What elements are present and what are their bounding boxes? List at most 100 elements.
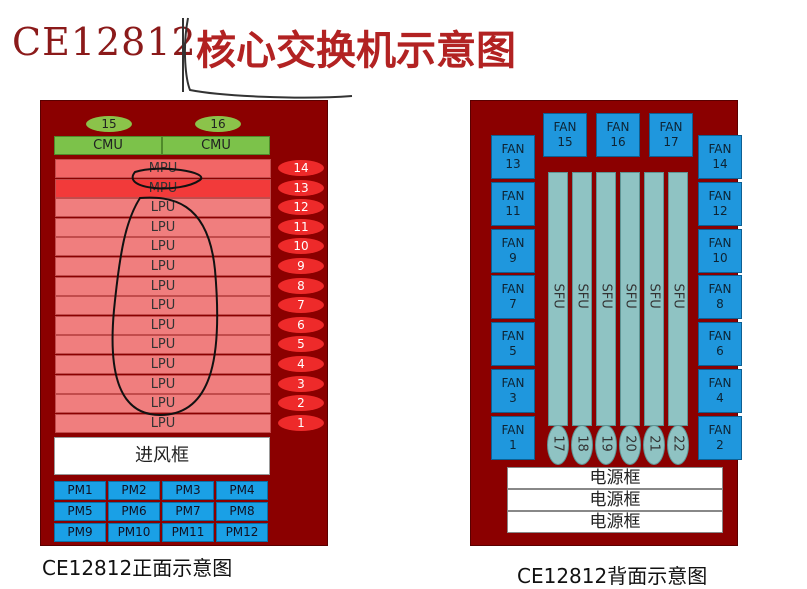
fan-number: 8 <box>716 297 724 312</box>
cmu-slot-right: CMU <box>162 136 270 155</box>
sfu-label: SFU <box>573 283 591 313</box>
fan-label: FAN <box>606 120 630 134</box>
slot-number-badge: 13 <box>278 179 324 196</box>
slot-number-badge: 9 <box>278 258 324 274</box>
sfu-number-text: 21 <box>646 435 662 452</box>
power-module: PM10 <box>108 523 160 542</box>
lpu-slot: LPU <box>55 217 271 237</box>
power-frame: 电源框 <box>507 467 723 489</box>
sfu-card: SFU <box>668 172 688 426</box>
sfu-label: SFU <box>645 283 663 313</box>
fan-number: 9 <box>509 250 517 265</box>
slot-number-badge: 12 <box>278 199 324 216</box>
sfu-number-text: 19 <box>598 435 614 452</box>
slot-number-badge: 6 <box>278 316 324 333</box>
power-module: PM8 <box>216 502 268 521</box>
sfu-number-badge: 17 <box>547 425 569 465</box>
fan-label: FAN <box>708 329 732 344</box>
sfu-label-text: SFU <box>670 283 686 309</box>
sfu-number-text: 18 <box>574 435 590 452</box>
sfu-label-text: SFU <box>622 283 638 309</box>
fan-number: 1 <box>509 437 517 452</box>
power-module: PM6 <box>108 502 160 521</box>
handwritten-circle-annotation <box>111 167 219 417</box>
cmu-num-16: 16 <box>195 116 241 132</box>
slot-number-badge: 4 <box>278 356 324 372</box>
sfu-card: SFU <box>572 172 592 426</box>
fan-label: FAN <box>708 235 732 250</box>
slot-number-badge: 3 <box>278 375 324 392</box>
fan-number: 17 <box>663 135 679 149</box>
lpu-slot: LPU <box>55 237 271 257</box>
fan-label: FAN <box>708 282 732 297</box>
power-module: PM12 <box>216 523 268 542</box>
cmu-num-15: 15 <box>86 116 132 132</box>
lpu-slot: LPU <box>55 355 271 374</box>
slot-number-badge: 8 <box>278 277 324 294</box>
title-divider <box>182 18 184 92</box>
fan-number: 7 <box>509 297 517 312</box>
power-module: PM1 <box>54 481 106 500</box>
power-module: PM5 <box>54 502 106 521</box>
sfu-label: SFU <box>549 283 567 313</box>
sfu-number-badge: 18 <box>571 425 593 465</box>
fan-number: 2 <box>716 437 724 452</box>
fan-number: 5 <box>509 344 517 359</box>
fan-number: 12 <box>712 203 728 218</box>
sfu-label-text: SFU <box>550 283 566 309</box>
fan-number: 15 <box>557 135 573 149</box>
power-frame: 电源框 <box>507 489 723 511</box>
fan-label: FAN <box>501 235 525 250</box>
sfu-label: SFU <box>621 283 639 313</box>
sfu-label: SFU <box>669 283 687 313</box>
fan-label: FAN <box>501 282 525 297</box>
power-frame: 电源框 <box>507 511 723 533</box>
power-module: PM3 <box>162 481 214 500</box>
fan-label: FAN <box>708 142 732 156</box>
sfu-label-text: SFU <box>598 283 614 309</box>
fan-number: 14 <box>712 157 728 171</box>
back-caption: CE12812背面示意图 <box>517 564 708 588</box>
power-module: PM11 <box>162 523 214 542</box>
power-module: PM9 <box>54 523 106 542</box>
lpu-slot: LPU <box>55 257 271 276</box>
sfu-number-badge: 21 <box>643 425 665 465</box>
front-caption: CE12812正面示意图 <box>42 556 233 580</box>
sfu-number-text: 22 <box>670 435 686 452</box>
sfu-card: SFU <box>620 172 640 426</box>
sfu-number-text: 17 <box>550 435 566 452</box>
power-module: PM4 <box>216 481 268 500</box>
power-module: PM7 <box>162 502 214 521</box>
sfu-label-text: SFU <box>574 283 590 309</box>
fan-label: FAN <box>501 329 525 344</box>
sfu-number-badge: 20 <box>619 425 641 465</box>
sfu-card: SFU <box>548 172 568 426</box>
sfu-number-text: 20 <box>622 435 638 452</box>
fan-number: 4 <box>716 391 724 405</box>
fan-number: 16 <box>610 135 626 149</box>
fan-label: FAN <box>501 422 525 437</box>
slot-number-badge: 10 <box>278 238 324 255</box>
fan-label: FAN <box>501 188 525 203</box>
slot-number-badge: 2 <box>278 395 324 412</box>
fan-label: FAN <box>501 142 525 156</box>
slot-number-badge: 11 <box>278 218 324 235</box>
lpu-slot: LPU <box>55 374 271 394</box>
slot-number-badge: 1 <box>278 414 324 431</box>
slot-number-badge: 7 <box>278 297 324 314</box>
fan-number: 6 <box>716 344 724 359</box>
sfu-card: SFU <box>596 172 616 426</box>
